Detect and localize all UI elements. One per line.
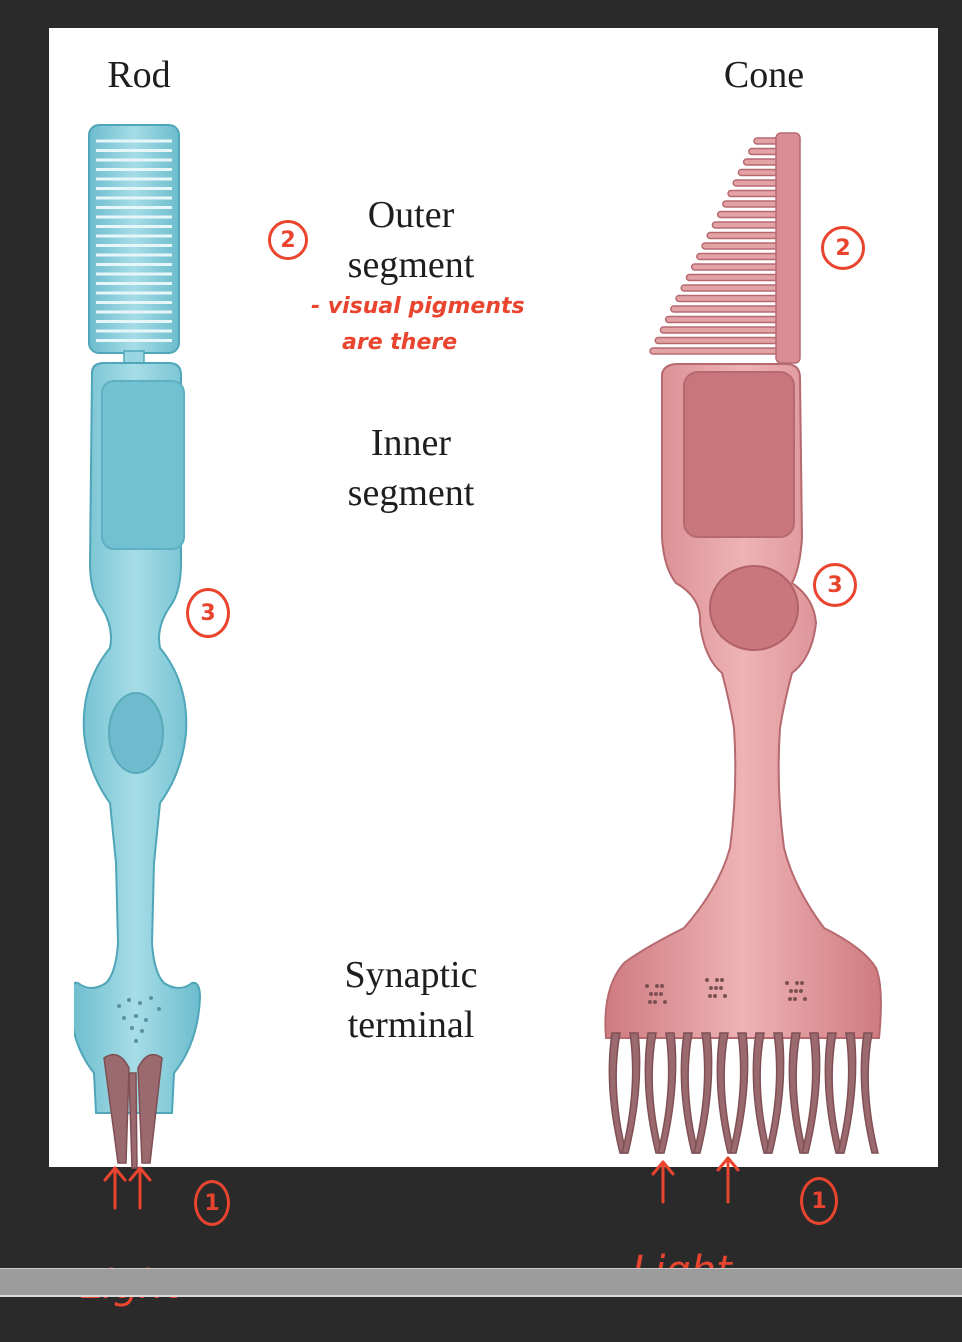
vesicle-dot — [648, 1000, 652, 1004]
synaptic-process — [680, 1032, 699, 1154]
cone-mid-number: 3 — [813, 563, 857, 607]
inner-segment-label: Inner segment — [311, 418, 511, 518]
vesicle-dot — [800, 981, 804, 985]
synaptic-process — [801, 1032, 821, 1154]
rod-arrow-1 — [103, 1166, 127, 1210]
vesicle-dot — [803, 997, 807, 1001]
annotation-visual-pigments: - visual pigments — [311, 294, 525, 319]
vesicle-dot — [788, 997, 792, 1001]
vesicle-dot — [713, 994, 717, 998]
cone-light-number: 1 — [800, 1177, 838, 1225]
synaptic-process — [765, 1032, 785, 1154]
rod-label: Rod — [107, 54, 171, 96]
synaptic-process — [693, 1032, 713, 1154]
vesicle-dot — [785, 981, 789, 985]
vesicle-dot — [708, 994, 712, 998]
cone-outer-number: 2 — [821, 226, 865, 270]
vesicle-dot — [714, 986, 718, 990]
vesicle-dot — [799, 989, 803, 993]
vesicle-dot — [720, 978, 724, 982]
vesicle-dot — [653, 1000, 657, 1004]
vesicle-dot — [649, 992, 653, 996]
synaptic-process — [788, 1032, 807, 1154]
synaptic-process — [729, 1032, 749, 1154]
cone-inner-segment-body — [604, 363, 882, 1039]
vesicle-dot — [645, 984, 649, 988]
vesicle-dot — [795, 981, 799, 985]
synaptic-process — [644, 1032, 663, 1154]
vesicle-dot — [794, 989, 798, 993]
synaptic-terminal-line-1: Synaptic — [344, 954, 478, 996]
synaptic-process — [608, 1032, 627, 1154]
rod-cell-illustration — [74, 124, 202, 1169]
rod-outer-number: 2 — [268, 220, 308, 260]
synaptic-process — [716, 1032, 735, 1154]
synaptic-terminal-line-2: terminal — [347, 1004, 475, 1046]
cone-label: Cone — [723, 54, 805, 96]
synaptic-process — [752, 1032, 771, 1154]
rod-mid-number: 3 — [186, 588, 230, 638]
vesicle-dot — [719, 986, 723, 990]
vesicle-dot — [709, 986, 713, 990]
light-arrows — [103, 1156, 740, 1210]
outer-segment-line-1: Outer — [367, 194, 455, 236]
synaptic-process — [837, 1032, 857, 1154]
rod-arrow-2 — [128, 1166, 152, 1210]
vesicle-dot — [654, 992, 658, 996]
cone-cell-illustration — [604, 132, 882, 1154]
vesicle-dot — [723, 994, 727, 998]
vesicle-dot — [655, 984, 659, 988]
vesicle-dot — [659, 992, 663, 996]
synaptic-process — [657, 1032, 677, 1154]
synaptic-process — [824, 1032, 843, 1154]
vesicle-dot — [663, 1000, 667, 1004]
vesicle-dot — [705, 978, 709, 982]
vesicle-dot — [715, 978, 719, 982]
synaptic-terminal-label: Synaptic terminal — [311, 950, 511, 1050]
inner-segment-line-1: Inner — [370, 422, 452, 464]
vesicle-dot — [793, 997, 797, 1001]
annotation-are-there: are there — [342, 330, 458, 355]
cone-arrow-1 — [651, 1160, 675, 1204]
photoreceptor-figure: Rod Cone Outer segment Inner segment Syn… — [49, 28, 938, 1169]
vesicle-dot — [660, 984, 664, 988]
synaptic-process — [621, 1032, 641, 1154]
outer-segment-label: Outer segment — [311, 190, 511, 290]
inner-segment-line-2: segment — [347, 472, 475, 514]
synaptic-process — [860, 1032, 879, 1154]
rod-nucleus — [108, 692, 164, 774]
cone-arrow-2 — [716, 1156, 740, 1204]
cone-nucleus — [709, 565, 799, 651]
horizontal-scrollbar[interactable] — [0, 1268, 962, 1295]
rod-light-number: 1 — [194, 1180, 230, 1226]
outer-segment-line-2: segment — [347, 244, 475, 286]
vesicle-dot — [789, 989, 793, 993]
scrollbar-divider — [0, 1295, 962, 1297]
